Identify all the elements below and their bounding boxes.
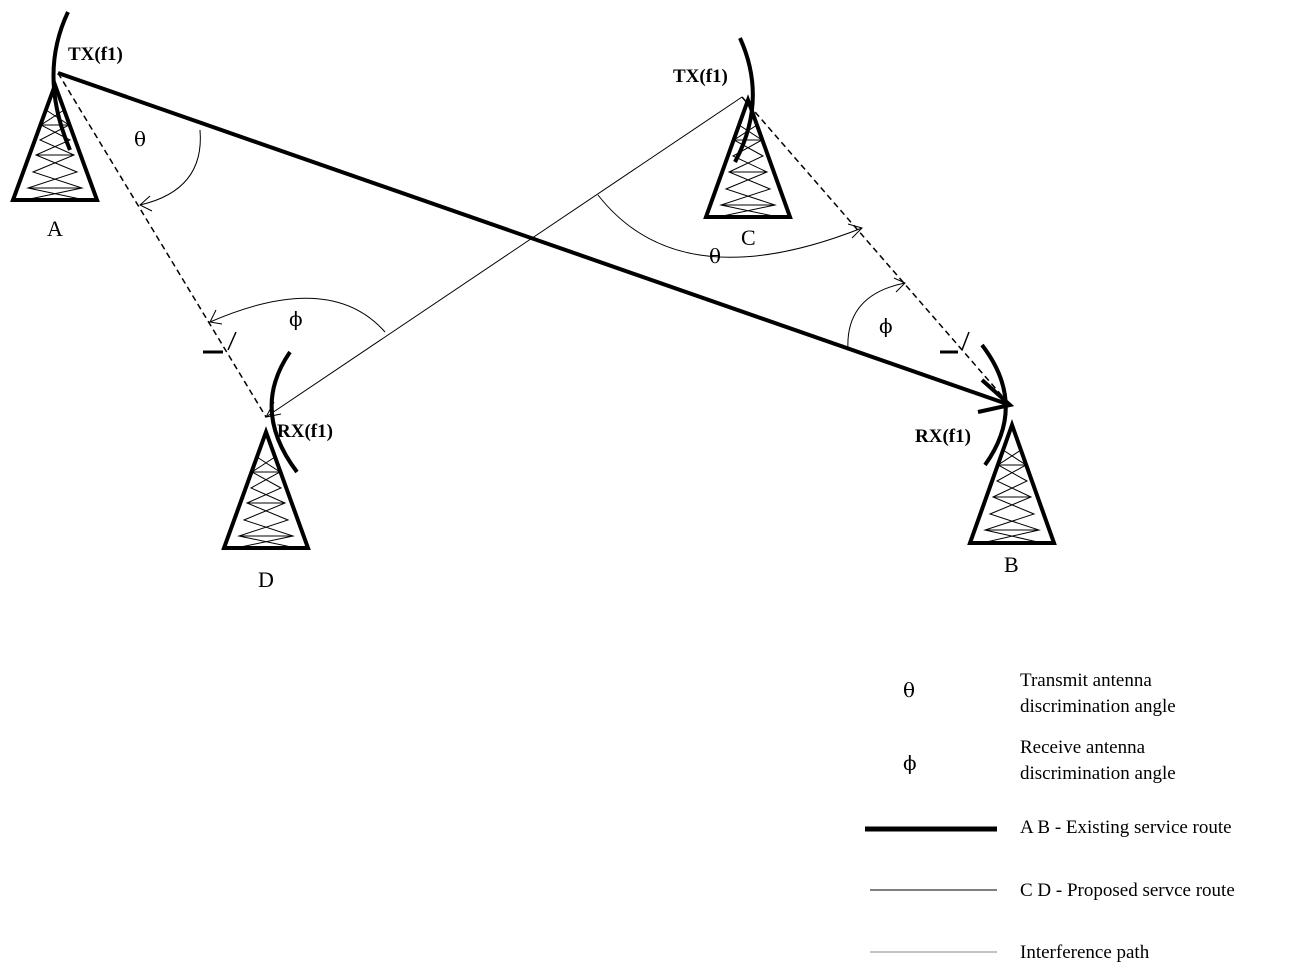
theta-label-a: θ xyxy=(134,127,146,151)
tx-label-a: TX(f1) xyxy=(68,44,123,65)
rx-label-d: RX(f1) xyxy=(277,421,333,442)
route-ab xyxy=(57,71,1011,407)
phi-label-d: ϕ xyxy=(289,307,303,331)
theta-arc-c-arrow xyxy=(847,223,863,239)
interference-path-c-b xyxy=(741,96,1011,406)
theta-arc-a xyxy=(139,129,201,206)
antenna-arc-d xyxy=(269,350,299,474)
tower-d xyxy=(221,426,311,550)
phi-label-b: ϕ xyxy=(879,314,893,338)
legend-phi-symbol: ϕ xyxy=(903,751,917,775)
legend-phi-line1: Receive antenna xyxy=(1020,737,1146,758)
theta-label-c: θ xyxy=(709,244,721,268)
phi-arc-b-arrow xyxy=(893,277,906,293)
theta-arc-a-arrow xyxy=(139,195,153,212)
interference-path-a-d xyxy=(57,72,267,418)
site-label-b: B xyxy=(1004,552,1019,577)
rx-label-b: RX(f1) xyxy=(915,426,971,447)
tower-a xyxy=(10,79,100,202)
theta-arc-c xyxy=(597,194,863,258)
site-label-a: A xyxy=(47,216,63,241)
route-cd xyxy=(265,96,743,418)
legend-existing-text: A B - Existing service route xyxy=(1020,817,1232,838)
tower-b xyxy=(967,419,1057,545)
site-label-d: D xyxy=(258,567,274,592)
phi-arc-d-arrow xyxy=(209,309,223,325)
legend-theta-symbol: θ xyxy=(903,678,915,702)
legend-theta-line1: Transmit antenna xyxy=(1020,670,1152,691)
legend-interference-text: Interference path xyxy=(1020,942,1150,962)
site-label-c: C xyxy=(741,225,756,250)
arrowhead-b xyxy=(977,378,1015,414)
antenna-arc-a xyxy=(51,11,72,151)
phi-arc-b xyxy=(847,282,906,351)
break-mark-right xyxy=(940,331,970,354)
legend-phi-line2: discrimination angle xyxy=(1020,763,1176,784)
tx-label-c: TX(f1) xyxy=(673,66,728,87)
antenna-arc-c xyxy=(733,37,755,163)
legend: θ Transmit antenna discrimination angle … xyxy=(865,670,1235,962)
phi-arc-d xyxy=(209,297,386,333)
break-mark-left xyxy=(203,331,237,354)
tower-c xyxy=(703,94,793,219)
legend-theta-line2: discrimination angle xyxy=(1020,696,1176,717)
legend-proposed-text: C D - Proposed servce route xyxy=(1020,880,1235,901)
